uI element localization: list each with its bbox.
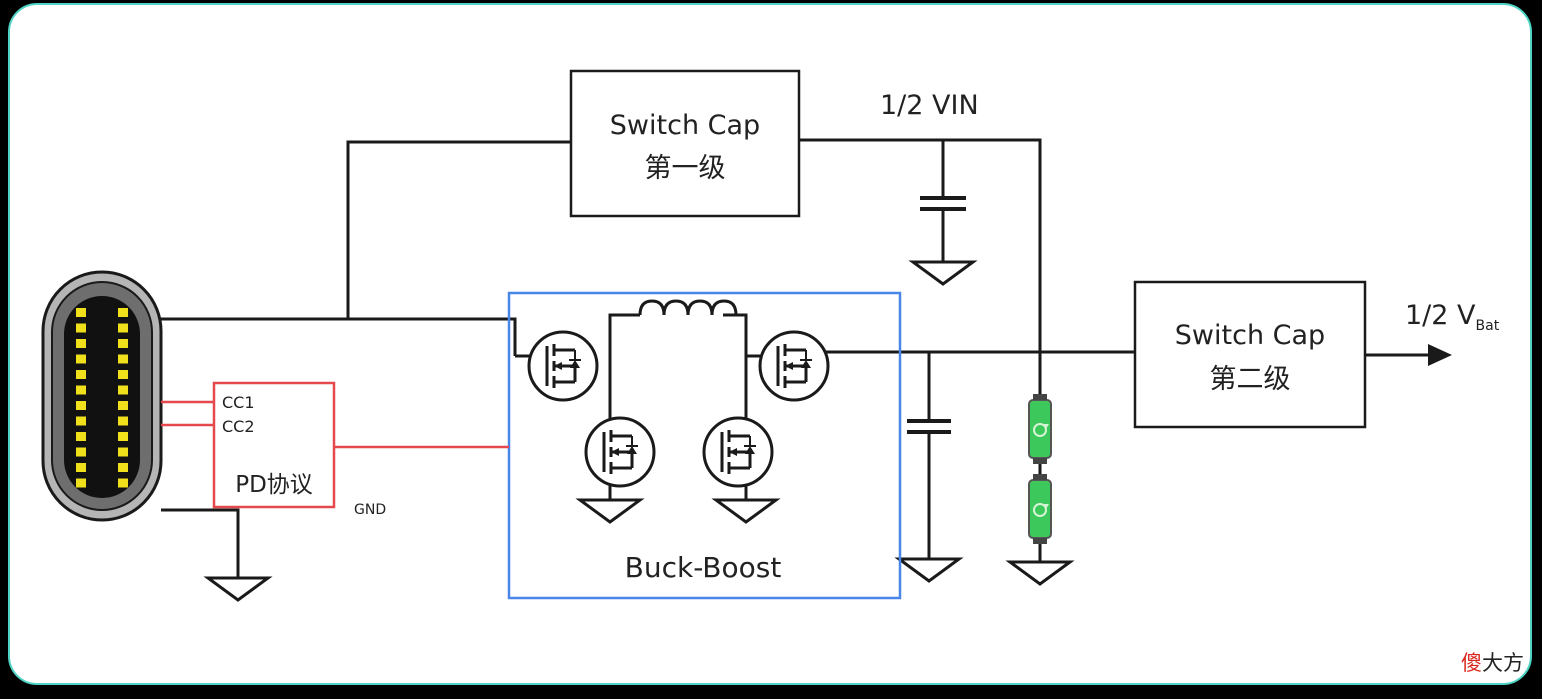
cc1-label: CC1 xyxy=(222,393,255,412)
connector-pin xyxy=(76,447,86,457)
usb-c-connector xyxy=(41,270,163,522)
connector-pin xyxy=(76,416,86,426)
mosfet-low-side-in xyxy=(584,416,656,488)
output-arrow xyxy=(1428,344,1452,366)
connector-pin xyxy=(118,339,128,348)
connector-pin xyxy=(118,401,128,410)
connector-pin xyxy=(118,308,128,317)
pd-protocol-label: PD协议 xyxy=(235,472,313,498)
capacitor-half-vin xyxy=(920,196,966,211)
watermark: 傻大方 xyxy=(1461,651,1524,675)
connector-pin xyxy=(118,447,128,457)
half-vbat-label: 1/2 VBat xyxy=(1405,300,1500,334)
switch-cap-stage2-box xyxy=(1133,280,1367,429)
connector-pin xyxy=(76,385,86,395)
cc-lines xyxy=(161,400,509,449)
connector-pin xyxy=(76,323,86,333)
connector-pin xyxy=(76,308,86,317)
connector-pin xyxy=(76,432,86,441)
capacitor-output xyxy=(907,419,951,434)
connector-pin xyxy=(76,339,86,348)
mosfet-high-side-out xyxy=(758,330,830,402)
switch-cap-stage2-title: Switch Cap xyxy=(1175,320,1325,351)
connector-pin xyxy=(118,385,128,395)
vbat-subscript: Bat xyxy=(1476,318,1500,334)
buck-boost-label: Buck-Boost xyxy=(625,551,782,584)
connector-pin xyxy=(76,401,86,410)
cc2-label: CC2 xyxy=(222,417,255,436)
switch-cap-stage1-subtitle: 第一级 xyxy=(645,153,726,184)
inductor xyxy=(638,299,738,316)
connector-pin xyxy=(118,463,128,472)
connector-pin xyxy=(118,432,128,441)
connector-pin xyxy=(76,478,86,488)
connector-pin xyxy=(76,354,86,364)
switch-cap-stage1-title: Switch Cap xyxy=(610,110,760,141)
connector-pin xyxy=(118,416,128,426)
connector-pin xyxy=(76,463,86,472)
switch-cap-stage2-subtitle: 第二级 xyxy=(1210,364,1291,395)
connector-pin xyxy=(118,354,128,364)
connector-pin xyxy=(118,370,128,379)
buck-boost-box xyxy=(507,291,902,600)
half-vin-label: 1/2 VIN xyxy=(880,90,979,121)
connector-pin xyxy=(118,478,128,488)
connector-pin xyxy=(118,323,128,333)
battery-cell xyxy=(1028,393,1052,465)
mosfet-high-side-in xyxy=(527,330,599,402)
battery-cell xyxy=(1028,473,1052,545)
connector-pin xyxy=(76,370,86,379)
switch-cap-stage1-box xyxy=(569,69,801,218)
gnd-label: GND xyxy=(354,502,386,518)
mosfet-low-side-out xyxy=(702,416,774,488)
pd-protocol-box xyxy=(212,381,336,509)
